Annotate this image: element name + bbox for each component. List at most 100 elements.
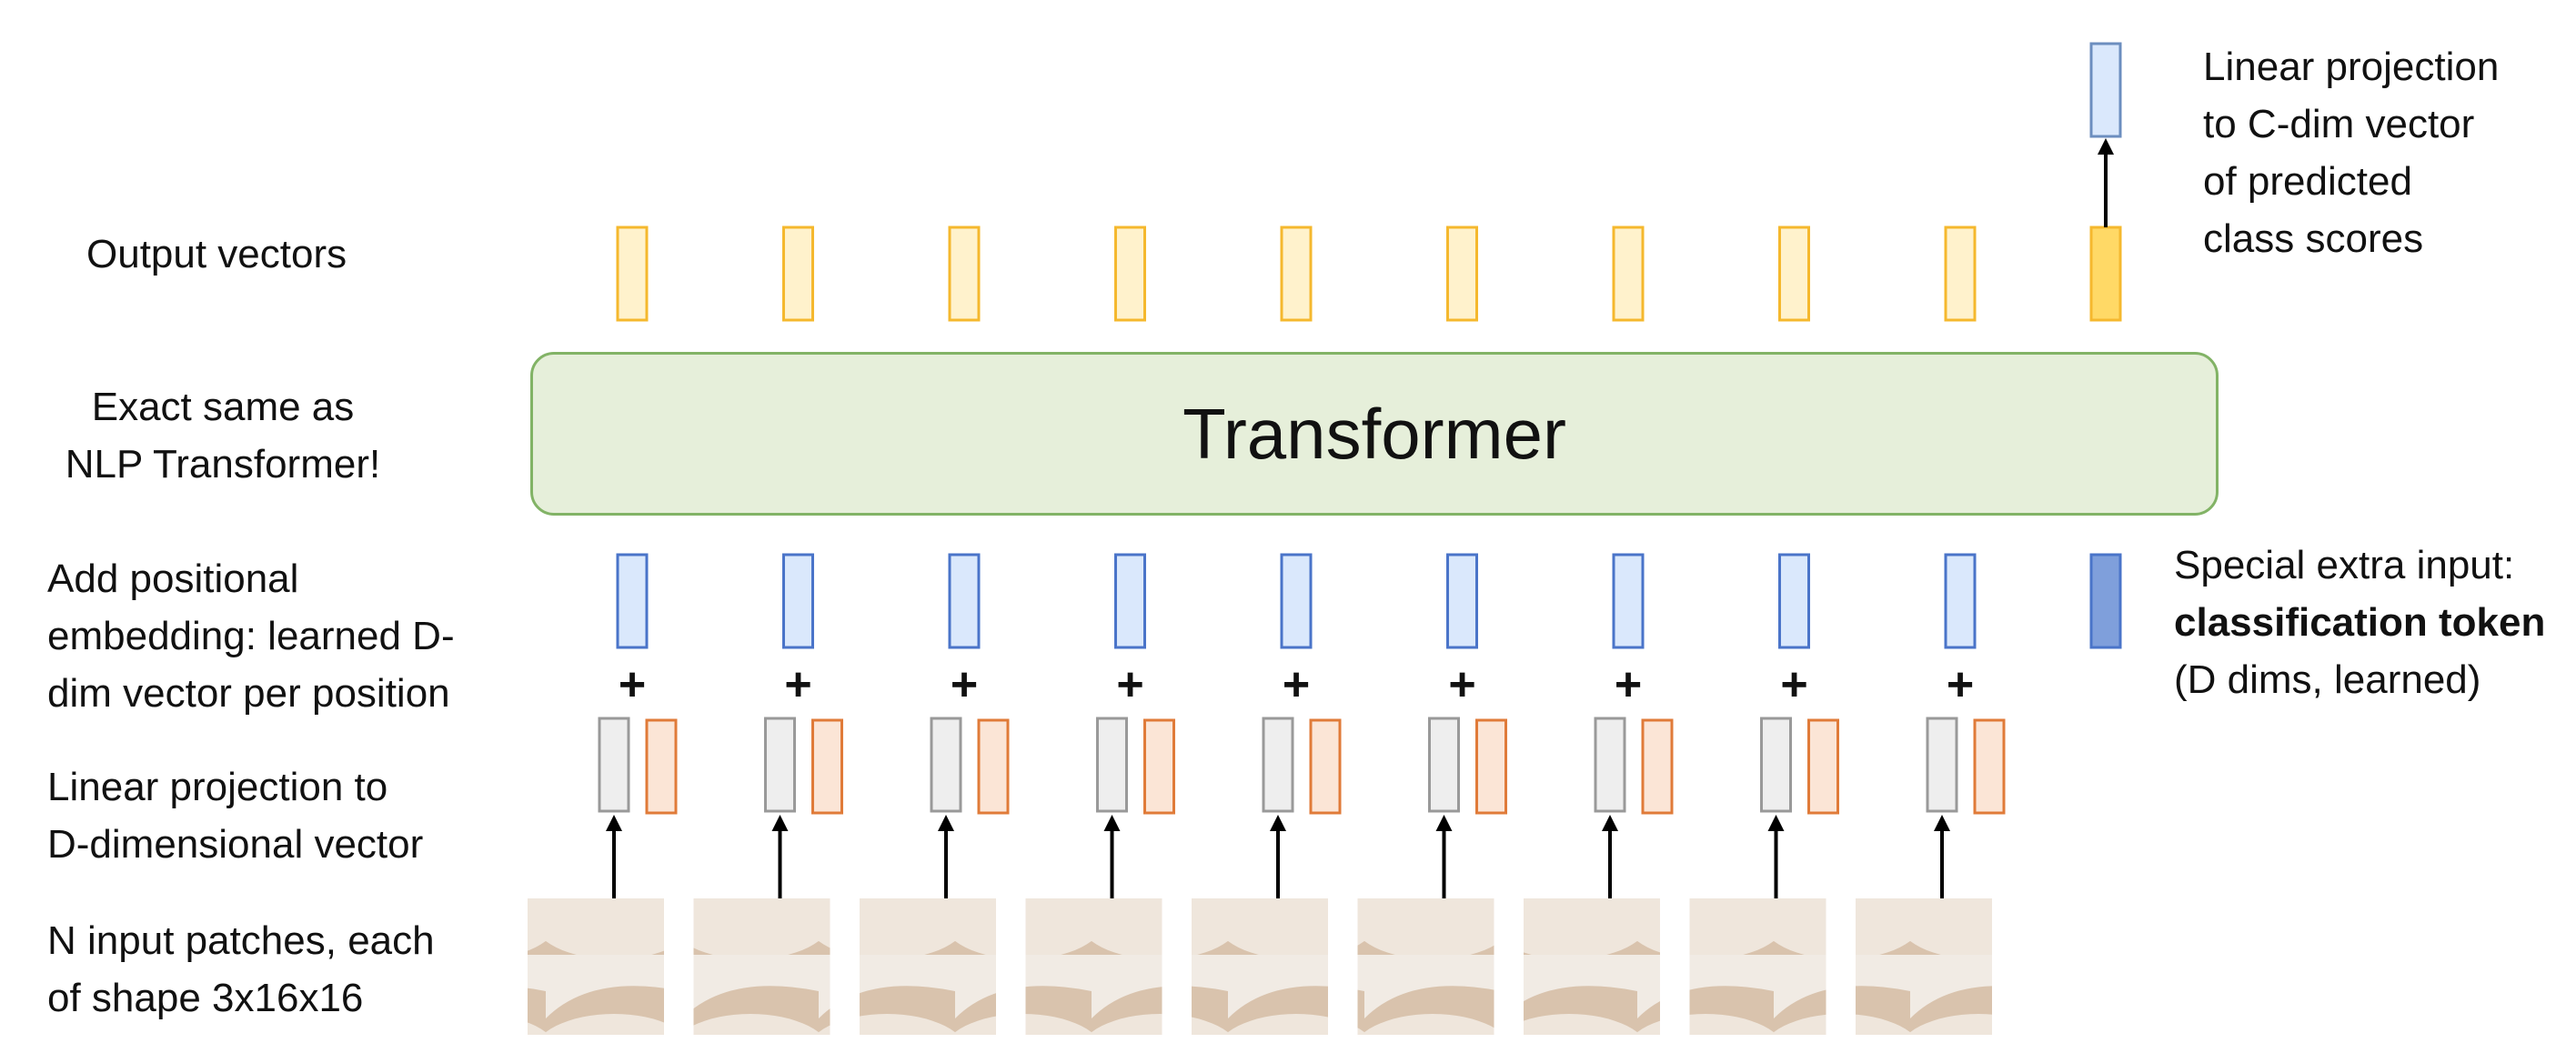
positional-embedding-vector [782, 553, 814, 649]
output-vector [1114, 226, 1146, 322]
output-vector [1612, 226, 1645, 322]
patch-vector [1594, 717, 1626, 813]
projected-vector [1973, 718, 2006, 815]
patch-arrow [1103, 815, 1121, 898]
class-proj-line: of predicted [2203, 159, 2412, 204]
patch-arrow-head [1767, 815, 1785, 831]
plus-sign: + [1615, 658, 1642, 711]
patch-arrow-head [1602, 815, 1618, 831]
patch-vector [598, 717, 630, 813]
patch-arrow-head [1103, 815, 1121, 831]
linear-projection-label: Linear projection to D-dimensional vecto… [47, 758, 423, 873]
transformer-note-label: Exact same as NLP Transformer! [36, 378, 409, 493]
output-vector [1944, 226, 1977, 322]
class-proj-line: Linear projection [2203, 45, 2500, 89]
patch-vector [1262, 717, 1294, 813]
patch-arrow-head [606, 815, 622, 831]
input-patch-image [1357, 898, 1494, 1035]
patch-arrow [938, 815, 954, 898]
patches-line: of shape 3x16x16 [47, 976, 364, 1020]
patch-vector [1926, 717, 1958, 813]
input-patch-image [528, 898, 664, 1035]
patch-arrow [606, 815, 622, 898]
classification-token-vector [2089, 553, 2122, 649]
transformer-note-line: NLP Transformer! [65, 442, 381, 486]
input-patch-image [1192, 898, 1328, 1035]
special-input-line: Special extra input: [2174, 543, 2515, 587]
transformer-note-line: Exact same as [91, 385, 355, 429]
patch-arrow [1934, 815, 1950, 898]
input-patch-image [1524, 898, 1660, 1035]
cls-output-vector [2089, 226, 2122, 322]
class-proj-line: class scores [2203, 216, 2424, 261]
patch-arrow-head [938, 815, 954, 831]
class-projection-label: Linear projection to C-dim vector of pre… [2203, 38, 2499, 267]
output-vector [1446, 226, 1478, 322]
special-input-label: Special extra input: classification toke… [2174, 537, 2545, 708]
positional-embedding-vector [1446, 553, 1478, 649]
cls-arrow [2098, 138, 2114, 227]
positional-embedding-vector [1612, 553, 1645, 649]
token-dims-text: (D dims, learned) [2174, 657, 2481, 702]
output-vector [948, 226, 981, 322]
patch-arrow-head [1270, 815, 1286, 831]
patch-arrow [1435, 815, 1453, 898]
positional-embedding-vector [1280, 553, 1313, 649]
patch-vector [764, 717, 796, 813]
positional-embedding-vector [948, 553, 981, 649]
positional-embedding-vector [1944, 553, 1977, 649]
patch-vector [1096, 717, 1128, 813]
projected-vector [1641, 718, 1674, 815]
patch-arrow-head [771, 815, 789, 831]
classification-token-text: classification token [2174, 600, 2546, 645]
input-patch-image [860, 898, 996, 1035]
output-vector [1280, 226, 1313, 322]
patch-arrow [771, 815, 789, 898]
plus-sign: + [1283, 658, 1310, 711]
input-patch-image [1025, 898, 1162, 1035]
projected-vector [645, 718, 678, 815]
positional-line: embedding: learned D- [47, 614, 455, 658]
input-patches-label: N input patches, each of shape 3x16x16 [47, 912, 435, 1027]
plus-sign: + [784, 658, 811, 711]
projected-vector [1143, 718, 1175, 815]
projected-vector [1309, 718, 1342, 815]
plus-sign: + [1448, 658, 1475, 711]
positional-embedding-vector [1778, 553, 1810, 649]
patch-arrow [1602, 815, 1618, 898]
projected-vector [811, 718, 843, 815]
projected-vector [977, 718, 1010, 815]
transformer-title: Transformer [1182, 393, 1566, 474]
patch-arrow [1767, 815, 1785, 898]
patches-line: N input patches, each [47, 918, 435, 963]
patch-vector [1760, 717, 1792, 813]
output-vectors-label: Output vectors [86, 232, 347, 276]
output-vector [616, 226, 649, 322]
plus-sign: + [1780, 658, 1807, 711]
plus-sign: + [1116, 658, 1143, 711]
patch-arrow [1270, 815, 1286, 898]
patch-vector [930, 717, 962, 813]
projected-vector [1475, 718, 1507, 815]
positional-embedding-vector [616, 553, 649, 649]
positional-line: dim vector per position [47, 671, 450, 716]
input-patch-image [693, 898, 830, 1035]
class-proj-line: to C-dim vector [2203, 102, 2475, 146]
linear-line: Linear projection to [47, 765, 388, 809]
cls-arrow-head [2098, 138, 2114, 155]
output-vector [1778, 226, 1810, 322]
patch-vector [1428, 717, 1460, 813]
input-patch-image [1856, 898, 1992, 1035]
patch-arrow-head [1934, 815, 1950, 831]
positional-line: Add positional [47, 557, 299, 601]
positional-embedding-label: Add positional embedding: learned D- dim… [47, 550, 455, 722]
plus-sign: + [951, 658, 978, 711]
projected-vector [1807, 718, 1839, 815]
input-patch-image [1689, 898, 1826, 1035]
positional-embedding-vector [1114, 553, 1146, 649]
transformer-block: Transformer [530, 352, 2219, 516]
plus-sign: + [1947, 658, 1974, 711]
class-score-vector [2089, 42, 2122, 138]
output-vector [782, 226, 814, 322]
plus-sign: + [619, 658, 646, 711]
